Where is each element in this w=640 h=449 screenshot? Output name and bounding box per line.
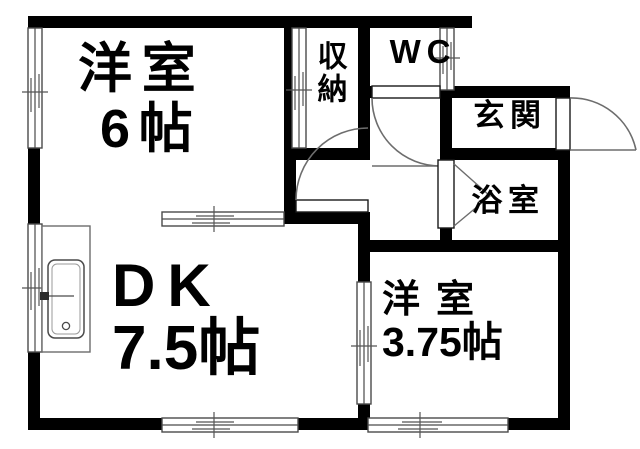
- room-name-genkan: 玄関: [473, 98, 547, 133]
- room-label-wc: WC: [383, 35, 463, 68]
- room-label-yoshitsu6: 洋室 6帖: [78, 42, 278, 156]
- room-name-dk: DK: [112, 252, 223, 319]
- wall-closet-bottom: [296, 148, 370, 160]
- window-yoshitsu375-bottom[interactable]: [367, 412, 509, 438]
- wall-bottom-right: [508, 418, 570, 430]
- hinged-doors: [295, 85, 637, 229]
- wall-dk-right-lower: [358, 404, 370, 430]
- room-name-yoshitsu6: 洋室: [78, 39, 206, 99]
- room-name-yoshitsu375: 洋室: [382, 279, 490, 321]
- wall-bottom-mid: [298, 418, 368, 430]
- wall-closet-right: [358, 16, 370, 160]
- window-yoshitsu6-left[interactable]: [22, 27, 48, 149]
- wall-left-top-stub: [28, 16, 40, 28]
- door-wc-swing[interactable]: [371, 85, 441, 167]
- wall-left-mid: [28, 148, 40, 224]
- room-label-closet: 収納: [313, 40, 347, 106]
- wall-hall-left: [284, 148, 296, 224]
- wall-genkan-top: [440, 86, 570, 98]
- room-label-genkan: 玄関: [468, 100, 552, 131]
- wall-right-lower: [558, 150, 570, 430]
- wall-genkan-left: [440, 86, 452, 160]
- room-label-bath: 浴室: [464, 185, 552, 216]
- door-closet-sliding[interactable]: [286, 27, 312, 149]
- door-dk-yoshitsu375-sliding[interactable]: [351, 281, 377, 405]
- window-wc-right[interactable]: [434, 27, 460, 91]
- room-name-wc: WC: [389, 33, 457, 70]
- room-label-yoshitsu375: 洋室 3.75帖: [382, 281, 562, 363]
- window-dk-left[interactable]: [22, 223, 48, 353]
- wall-hall-bottom: [284, 212, 370, 224]
- door-bath-folding[interactable]: [437, 159, 492, 229]
- wall-top-mid: [296, 16, 472, 28]
- wall-genkan-bottom: [440, 148, 570, 160]
- room-size-yoshitsu6: 6帖: [100, 99, 202, 159]
- wall-bath-bottom: [440, 240, 570, 252]
- kitchen-sink: [40, 225, 91, 353]
- room-label-dk: DK 7.5帖: [112, 256, 342, 380]
- wall-bottom-left: [28, 418, 162, 430]
- door-genkan-entry[interactable]: [555, 97, 637, 151]
- room-size-yoshitsu375: 3.75帖: [382, 319, 503, 365]
- room-name-bath: 浴室: [471, 183, 545, 218]
- window-dk-bottom[interactable]: [161, 412, 299, 438]
- door-yoshitsu6-dk-sliding[interactable]: [161, 206, 285, 232]
- openings-group: [22, 27, 509, 438]
- wall-left-bottom: [28, 352, 40, 430]
- room-size-dk: 7.5帖: [112, 314, 261, 383]
- room-name-closet: 収納: [312, 40, 346, 106]
- wall-yoshitsu375-top: [358, 240, 452, 252]
- door-yoshitsu6-hall-swing[interactable]: [295, 127, 369, 213]
- wall-top-left: [28, 16, 296, 28]
